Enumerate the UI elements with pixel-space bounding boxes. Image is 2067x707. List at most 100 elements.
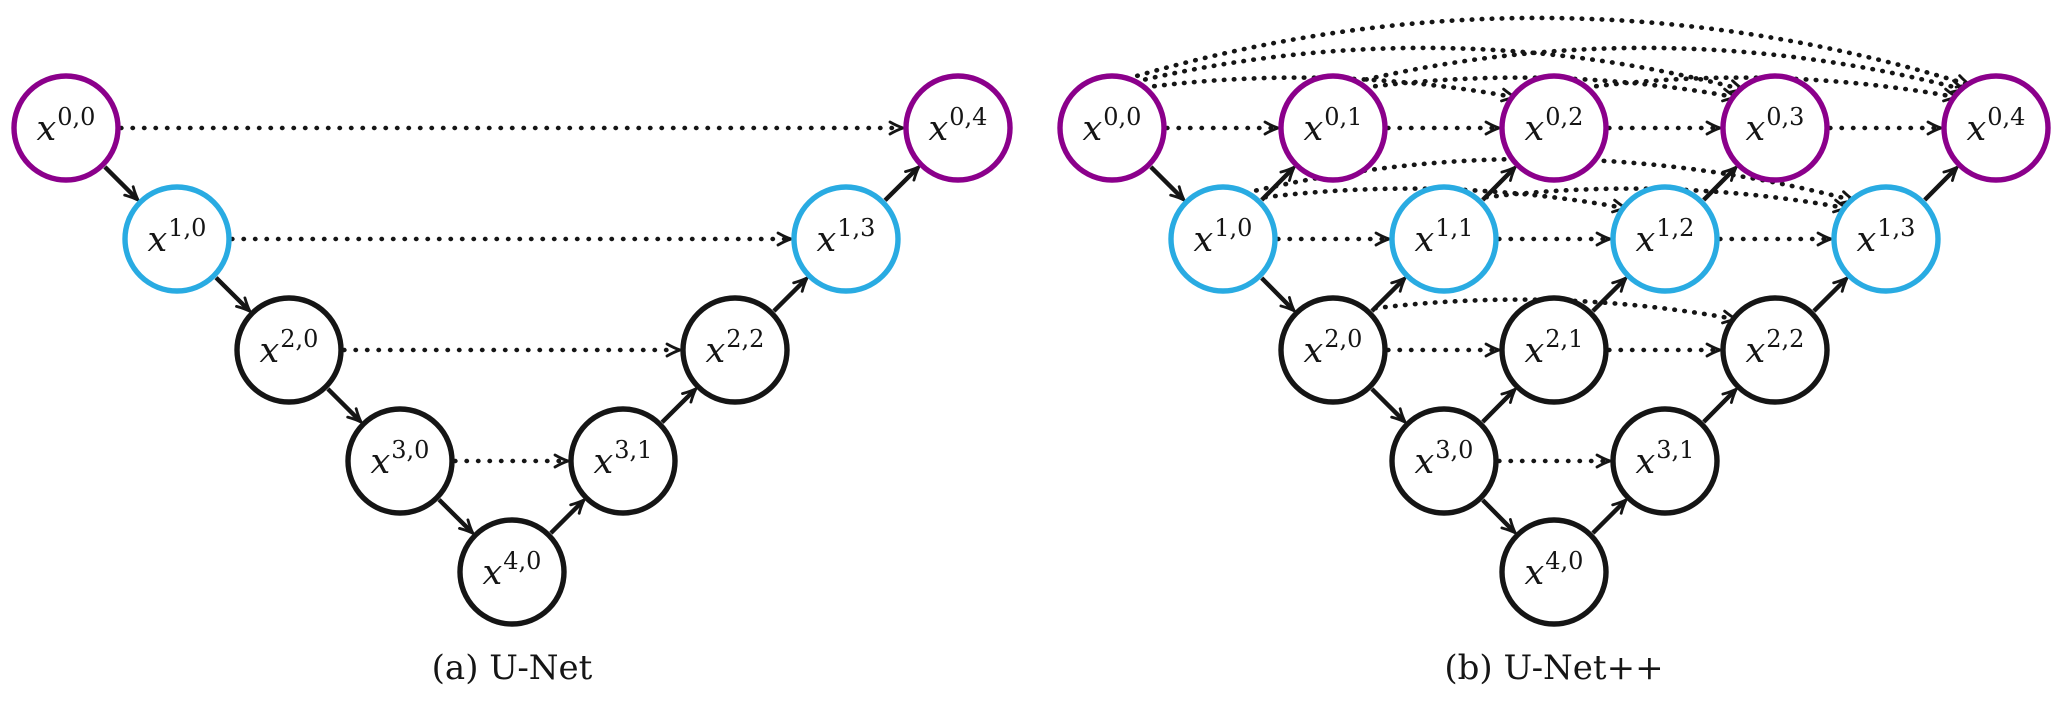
node-label-b-x31: x3,1	[1636, 436, 1695, 482]
node-circle-b-x30	[1389, 406, 1499, 516]
node-circle-a-x31	[568, 406, 678, 516]
node-b-x40: x4,0	[1499, 517, 1609, 627]
node-circle-b-x01	[1278, 73, 1388, 183]
node-label-b-x40: x4,0	[1525, 547, 1584, 593]
node-b-x04: x0,4	[1941, 73, 2051, 183]
node-a-x20: x2,0	[234, 295, 344, 405]
node-label-b-x00: x0,0	[1083, 103, 1142, 149]
node-circle-b-x40	[1499, 517, 1609, 627]
caption-unetpp: (b) U-Net++	[1444, 648, 1663, 688]
node-label-b-x03: x0,3	[1746, 103, 1805, 149]
node-label-a-x31: x3,1	[594, 436, 653, 482]
edge-a-x40-x31	[549, 498, 586, 535]
edge-b-x01-x03	[1362, 75, 1738, 103]
node-b-x21: x2,1	[1499, 295, 1609, 405]
edge-b-x22-x13	[1812, 276, 1849, 313]
node-circle-b-x11	[1389, 184, 1499, 294]
edge-b-x30-x21	[1481, 387, 1517, 424]
node-circle-b-x12	[1610, 184, 1720, 294]
node-a-x30: x3,0	[345, 406, 455, 516]
edge-a-x00-x10	[103, 165, 140, 202]
node-a-x40: x4,0	[457, 517, 567, 627]
node-circle-a-x10	[122, 184, 232, 294]
node-b-x30: x3,0	[1389, 406, 1499, 516]
edge-a-x10-x20	[214, 276, 252, 313]
node-circle-a-x00	[11, 73, 121, 183]
node-label-b-x12: x1,2	[1636, 214, 1695, 260]
node-label-a-x00: x0,0	[37, 103, 96, 149]
node-label-b-x22: x2,2	[1746, 325, 1805, 371]
node-circle-b-x10	[1168, 184, 1278, 294]
edge-a-x30-x40	[437, 498, 475, 535]
node-label-a-x40: x4,0	[483, 547, 542, 593]
node-a-x10: x1,0	[122, 184, 232, 294]
node-label-a-x04: x0,4	[929, 103, 988, 149]
edge-b-x31-x22	[1702, 387, 1738, 424]
edge-b-x13-x04	[1923, 165, 1959, 202]
node-label-b-x04: x0,4	[1967, 103, 2026, 149]
panel-unet: x0,0 x1,0 x2,0 x3,0 x4,0 x3,1 x2,2 x1,3 x0,4	[11, 73, 1013, 627]
edge-b-x02-x04	[1583, 75, 1959, 103]
node-label-b-x30: x3,0	[1415, 436, 1474, 482]
edge-a-x20-x30	[326, 387, 363, 424]
node-circle-b-x00	[1057, 73, 1167, 183]
node-circle-a-x13	[791, 184, 901, 294]
node-circle-b-x04	[1941, 73, 2051, 183]
node-b-x31: x3,1	[1610, 406, 1720, 516]
edge-b-x10-x20	[1260, 276, 1296, 313]
edge-b-x12-x03	[1702, 165, 1738, 202]
node-circle-a-x04	[903, 73, 1013, 183]
node-label-b-x13: x1,3	[1857, 214, 1916, 260]
edge-b-x20-x11	[1370, 276, 1407, 313]
edge-b-x21-x12	[1591, 276, 1628, 313]
edge-b-x11-x02	[1481, 165, 1517, 202]
node-b-x12: x1,2	[1610, 184, 1720, 294]
node-label-a-x10: x1,0	[148, 214, 207, 260]
node-b-x00: x0,0	[1057, 73, 1167, 183]
node-circle-b-x31	[1610, 406, 1720, 516]
node-circle-b-x03	[1720, 73, 1830, 183]
edge-b-x30-x40	[1481, 498, 1517, 535]
node-label-a-x22: x2,2	[706, 325, 765, 371]
edge-b-x00-x02	[1141, 75, 1517, 103]
edge-a-x13-x04	[883, 165, 921, 202]
node-a-x31: x3,1	[568, 406, 678, 516]
panel-unetpp: x0,0 x0,1 x0,2 x0,3 x0,4 x1,0 x1,1 x1,2 x1,3 x2,0…	[1057, 15, 2051, 627]
node-label-b-x10: x1,0	[1194, 214, 1253, 260]
node-label-b-x20: x2,0	[1304, 325, 1363, 371]
node-b-x03: x0,3	[1720, 73, 1830, 183]
node-b-x10: x1,0	[1168, 184, 1278, 294]
node-label-b-x02: x0,2	[1525, 103, 1584, 149]
edge-a-x22-x13	[772, 276, 809, 313]
node-a-x13: x1,3	[791, 184, 901, 294]
node-label-b-x01: x0,1	[1304, 103, 1363, 149]
node-b-x11: x1,1	[1389, 184, 1499, 294]
caption-unet: (a) U-Net	[432, 648, 593, 688]
node-a-x04: x0,4	[903, 73, 1013, 183]
node-circle-b-x21	[1499, 295, 1609, 405]
node-a-x22: x2,2	[680, 295, 790, 405]
node-circle-b-x13	[1831, 184, 1941, 294]
edge-b-x40-x31	[1591, 498, 1628, 535]
node-circle-a-x20	[234, 295, 344, 405]
node-label-a-x13: x1,3	[817, 214, 876, 260]
node-label-a-x20: x2,0	[260, 325, 319, 371]
node-b-x13: x1,3	[1831, 184, 1941, 294]
edge-b-x20-x22	[1362, 297, 1738, 325]
node-circle-b-x20	[1278, 295, 1388, 405]
node-circle-a-x40	[457, 517, 567, 627]
node-circle-b-x22	[1720, 295, 1830, 405]
edge-b-x00-x10	[1149, 165, 1186, 202]
edge-b-x20-x30	[1370, 387, 1407, 424]
node-b-x20: x2,0	[1278, 295, 1388, 405]
node-a-x00: x0,0	[11, 73, 121, 183]
edge-b-x11-x13	[1473, 186, 1849, 214]
node-label-b-x21: x2,1	[1525, 325, 1584, 371]
node-b-x22: x2,2	[1720, 295, 1830, 405]
node-circle-a-x22	[680, 295, 790, 405]
node-b-x01: x0,1	[1278, 73, 1388, 183]
node-label-b-x11: x1,1	[1415, 214, 1474, 260]
node-circle-a-x30	[345, 406, 455, 516]
